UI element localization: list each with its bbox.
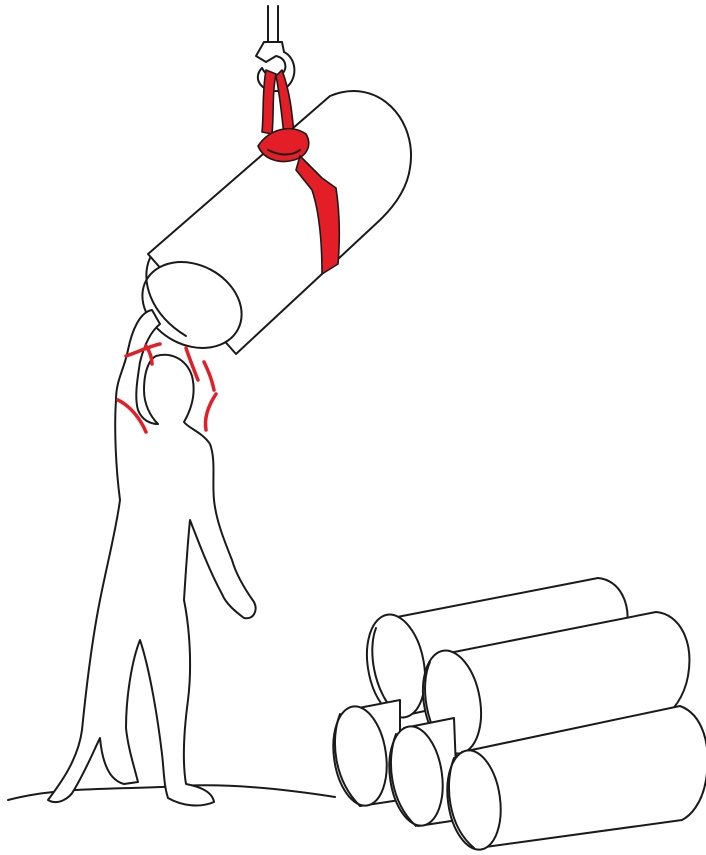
crane-cable [268,6,278,44]
pipe-stack [327,578,706,853]
worker-figure [48,310,256,805]
